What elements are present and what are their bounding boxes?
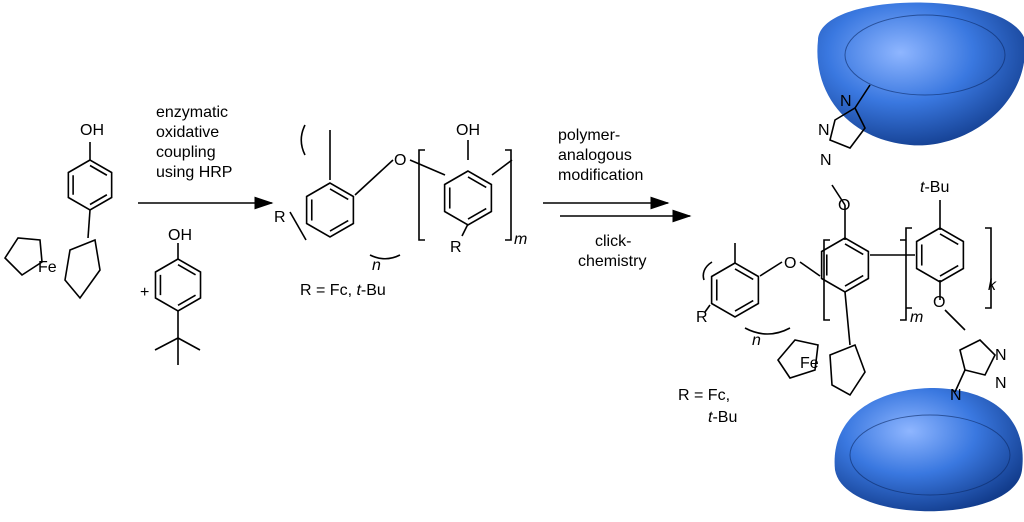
ether-o-label: O [784, 255, 796, 272]
double-bond [844, 243, 864, 256]
triazole-n: N [995, 375, 1007, 392]
step2-below: click- [595, 233, 631, 250]
double-bond [329, 188, 349, 201]
step1-line: using HRP [156, 164, 232, 181]
double-bond [89, 164, 108, 176]
oh-label: OH [80, 122, 104, 139]
double-bond [177, 294, 196, 306]
r-definition: R = Fc, t-Bu [300, 282, 386, 299]
n-subscript: n [372, 257, 381, 274]
double-bond [467, 207, 487, 220]
benzene-ring [305, 182, 355, 238]
plus-sign: + [140, 284, 149, 301]
benzene-ring [67, 159, 113, 211]
step2-above: analogous [558, 147, 632, 164]
ether-o-label: O [394, 152, 406, 169]
double-bond [89, 194, 108, 206]
labels: OH Fe + OH enzymatic oxidative coupling … [38, 93, 1007, 426]
benzene-ring [443, 170, 493, 226]
step1-line: enzymatic [156, 104, 228, 121]
fe-label: Fe [38, 259, 57, 276]
n-subscript: n [752, 332, 761, 349]
r-definition: R = Fc, [678, 387, 730, 404]
step1-line: coupling [156, 144, 216, 161]
r-label: R [696, 309, 708, 326]
triazole-n: N [995, 347, 1007, 364]
cyclodextrin-bottom [834, 388, 1023, 512]
double-bond [939, 264, 959, 277]
r-label: R [450, 239, 462, 256]
ether-o-label: O [933, 294, 945, 311]
m-subscript: m [514, 231, 527, 248]
step2-above: modification [558, 167, 643, 184]
double-bond [734, 268, 754, 281]
r-label: R [274, 209, 286, 226]
cyclodextrin-top [817, 2, 1024, 146]
bonds [3, 84, 996, 397]
triazole-n: N [820, 152, 832, 169]
m-subscript: m [910, 309, 923, 326]
double-bond [844, 274, 864, 287]
oh-label: OH [168, 227, 192, 244]
r-definition: t-Bu [708, 409, 737, 426]
double-bond [467, 176, 487, 189]
oh-label: OH [456, 122, 480, 139]
ether-o-label: O [838, 197, 850, 214]
triazole-n: N [840, 93, 852, 110]
double-bond [939, 233, 959, 246]
double-bond [177, 264, 196, 276]
fe-label: Fe [800, 355, 819, 372]
triazole-n: N [950, 387, 962, 404]
double-bond [734, 299, 754, 312]
step2-below: chemistry [578, 253, 646, 270]
benzene-ring [820, 237, 870, 293]
benzene-ring [154, 258, 202, 312]
benzene-ring [710, 262, 760, 318]
benzene-ring [915, 227, 965, 283]
step2-above: polymer- [558, 127, 620, 144]
step1-line: oxidative [156, 124, 219, 141]
tbu-label: t-Bu [920, 179, 949, 196]
k-subscript: k [988, 277, 997, 294]
triazole-n: N [818, 122, 830, 139]
double-bond [329, 219, 349, 232]
